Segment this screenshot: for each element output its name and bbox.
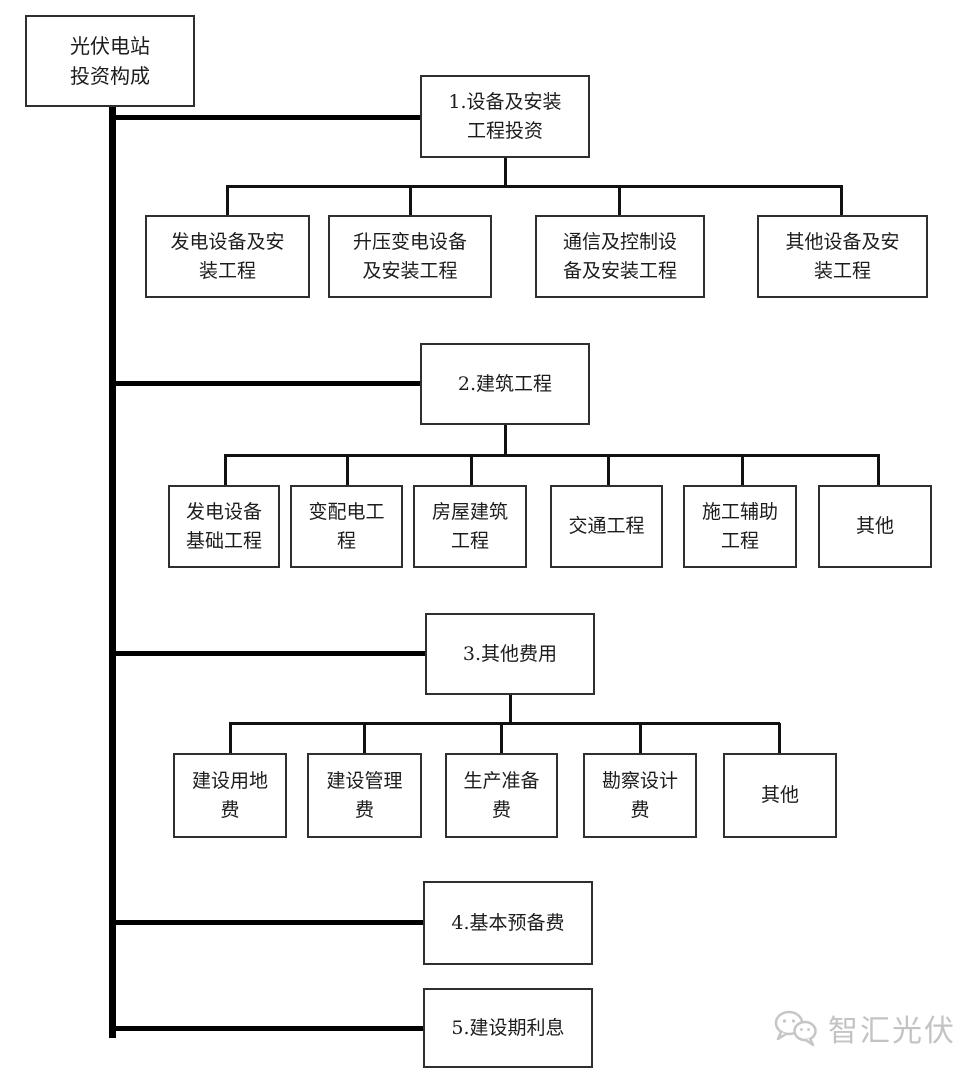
leaf-node: 勘察设计 费 <box>583 753 697 838</box>
row2-drop-line <box>470 455 473 485</box>
row3-distribution-line <box>229 722 780 725</box>
branch-node-basic-reserve: 4.基本预备费 <box>423 881 593 965</box>
leaf-node: 建设管理 费 <box>307 753 422 838</box>
row1-drop-line <box>409 186 412 215</box>
row3-stem-line <box>509 695 512 724</box>
leaf-node: 施工辅助 工程 <box>683 485 797 568</box>
row2-drop-line <box>346 455 349 485</box>
row3-drop-line <box>639 723 642 753</box>
leaf-node: 其他 <box>818 485 932 568</box>
branch-connector-1 <box>112 115 420 120</box>
leaf-node: 房屋建筑 工程 <box>413 485 527 568</box>
row2-distribution-line <box>224 454 880 457</box>
branch-connector-2 <box>112 381 420 386</box>
row3-drop-line <box>363 723 366 753</box>
watermark-text: 智汇光伏 <box>828 1014 956 1049</box>
leaf-node: 变配电工 程 <box>290 485 403 568</box>
leaf-node: 建设用地 费 <box>173 753 287 838</box>
row2-stem-line <box>504 425 507 456</box>
leaf-node: 其他设备及安 装工程 <box>757 215 928 298</box>
trunk-line <box>109 104 116 1038</box>
watermark: 智汇光伏 <box>772 1006 956 1050</box>
branch-connector-3 <box>112 651 425 656</box>
row3-drop-line <box>500 723 503 753</box>
branch-connector-4 <box>112 920 423 925</box>
row1-drop-line <box>226 186 229 215</box>
row2-drop-line <box>877 455 880 485</box>
row2-drop-line <box>607 455 610 485</box>
wechat-bubbles-icon <box>772 1008 820 1048</box>
root-node: 光伏电站 投资构成 <box>25 15 195 107</box>
row3-drop-line <box>778 723 781 753</box>
branch-node-construction: 2.建筑工程 <box>420 343 590 425</box>
row1-drop-line <box>840 186 843 215</box>
leaf-node: 升压变电设备 及安装工程 <box>328 215 492 298</box>
row2-drop-line <box>224 455 227 485</box>
leaf-node: 其他 <box>723 753 837 838</box>
row3-drop-line <box>229 723 232 753</box>
row2-drop-line <box>741 455 744 485</box>
branch-node-other-costs: 3.其他费用 <box>425 613 595 695</box>
leaf-node: 发电设备 基础工程 <box>168 485 280 568</box>
leaf-node: 交通工程 <box>550 485 663 568</box>
branch-connector-5 <box>112 1026 423 1031</box>
row1-distribution-line <box>226 185 843 188</box>
leaf-node: 通信及控制设 备及安装工程 <box>535 215 705 298</box>
row1-drop-line <box>618 186 621 215</box>
branch-node-equipment-installation: 1.设备及安装 工程投资 <box>420 75 590 158</box>
branch-node-construction-interest: 5.建设期利息 <box>423 988 593 1068</box>
leaf-node: 生产准备 费 <box>445 753 558 838</box>
row1-stem-line <box>504 158 507 186</box>
leaf-node: 发电设备及安 装工程 <box>145 215 310 298</box>
